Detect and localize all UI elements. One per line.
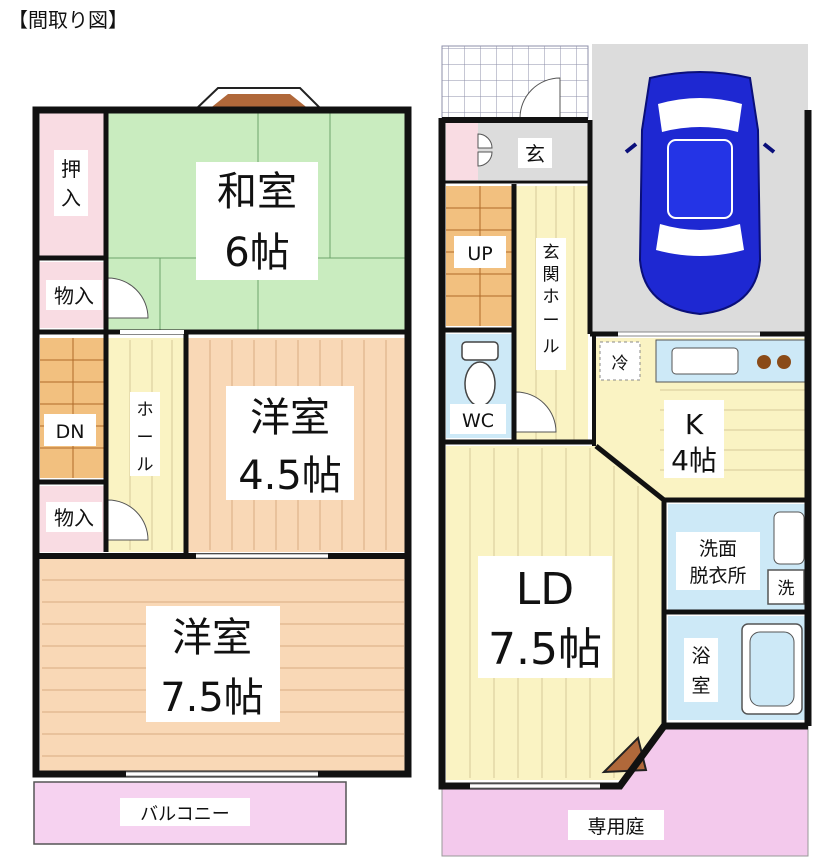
door-swing-monoire-top [107,277,149,319]
stairs-down-label: DN [56,421,85,443]
washer-label: 洗 [778,579,795,599]
toilet-icon [461,341,499,407]
stairs-up-label: UP [467,243,492,265]
bath-label-1: 浴 [691,645,710,667]
bathtub-inner [749,631,795,707]
page-title: 【間取り図】 [8,8,128,32]
washbasin-icon [773,511,805,565]
door-swing-hall [515,391,557,433]
senmen-label-1: 洗面 [699,538,737,560]
second-floor: 和室 6帖 押 入 物入 DN ホ ー ル 物入 [32,87,412,845]
door-swing-monoire-bottom [107,499,149,541]
first-floor: 玄 UP 玄 関 ホ ー ル WC [438,44,812,857]
ld-name: LD [516,564,574,615]
genkan-hall-label-4: ー [543,311,560,331]
sink-icon [671,347,739,375]
genkan-hall-label-3: ホ [543,287,560,307]
washer-space [767,569,805,605]
washitsu-size: 6帖 [224,230,289,276]
yoshitsu-large-size: 7.5帖 [160,675,264,721]
yoshitsu-small-name: 洋室 [250,395,330,441]
hall-label-1: ホ [137,400,154,420]
oshiire-label-2: 入 [61,186,81,210]
kitchen-size: 4帖 [671,444,717,477]
entrance-porch [441,45,589,119]
ld-size: 7.5帖 [488,624,602,675]
fridge-space [599,341,641,381]
senmen-label-2: 脱衣所 [689,565,746,587]
genkan-hall-label-2: 関 [543,265,560,285]
stove-burner-icon [777,355,791,369]
kitchen-name: K [685,408,704,441]
car-icon [624,71,776,316]
stove-burner-icon [757,355,771,369]
hall-label-2: ー [137,428,154,448]
washitsu-name: 和室 [217,169,297,215]
hall-label-3: ル [137,455,154,475]
yoshitsu-small-size: 4.5帖 [238,453,342,499]
balcony-label: バルコニー [140,804,230,825]
genkan-label: 玄 [525,142,545,166]
wc-label: WC [462,410,494,432]
shoe-closet [446,122,478,180]
first-floor-walls [438,110,812,790]
monoire-top-label: 物入 [54,284,94,308]
monoire-bottom-label: 物入 [54,506,94,530]
door-swing-entrance [519,77,561,119]
balcony [33,781,347,845]
yoshitsu-large-name: 洋室 [172,615,252,661]
bay-window-sill [208,94,310,110]
genkan-hall-label-1: 玄 [543,243,560,263]
oshiire-label-1: 押 [61,157,81,181]
bath-label-2: 室 [691,675,710,697]
garden-label: 専用庭 [587,816,644,838]
genkan-hall-label-5: ル [543,337,560,357]
second-floor-walls [32,106,412,778]
fridge-label: 冷 [612,354,629,374]
